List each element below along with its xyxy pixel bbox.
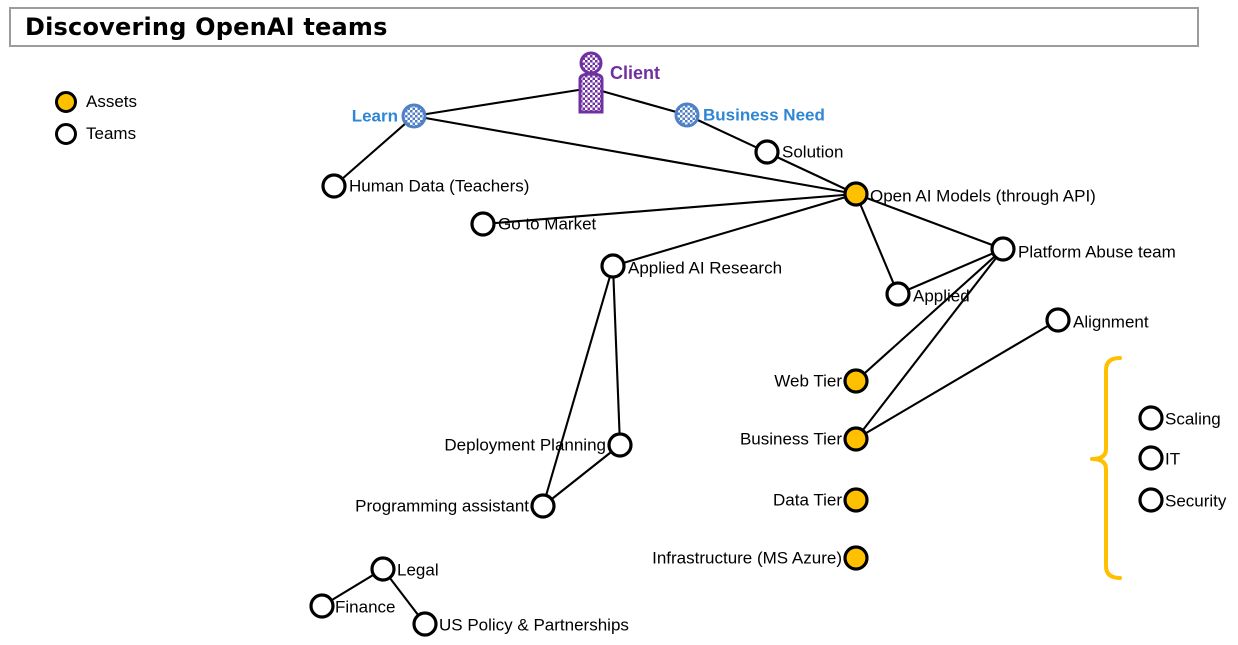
graph-node-applied[interactable] xyxy=(885,281,911,307)
graph-edge xyxy=(855,319,1059,440)
graph-node-applied_ai_res[interactable] xyxy=(600,253,626,279)
graph-node-legal[interactable] xyxy=(370,556,396,582)
graph-node-infrastructure[interactable] xyxy=(843,545,869,571)
title-bar: Discovering OpenAI teams xyxy=(9,7,1199,47)
node-label-deployment_plan: Deployment Planning xyxy=(444,435,606,455)
client-body-icon xyxy=(578,72,604,114)
graph-node-data_tier[interactable] xyxy=(843,487,869,513)
node-label-security: Security xyxy=(1165,491,1227,511)
node-label-data_tier: Data Tier xyxy=(773,490,842,510)
graph-edge xyxy=(541,265,615,507)
graph-edge xyxy=(855,248,1004,440)
team-swatch-icon xyxy=(55,123,77,145)
node-label-legal: Legal xyxy=(397,560,439,580)
graph-node-business_tier[interactable] xyxy=(843,426,869,452)
node-label-prog_assistant: Programming assistant xyxy=(355,496,529,516)
graph-node-it[interactable] xyxy=(1138,445,1164,471)
node-label-it: IT xyxy=(1165,449,1181,469)
asset-swatch-icon xyxy=(55,91,77,113)
graph-node-security[interactable] xyxy=(1138,487,1164,513)
node-label-human_data: Human Data (Teachers) xyxy=(349,176,530,196)
node-label-applied_ai_res: Applied AI Research xyxy=(628,258,783,278)
graph-node-finance[interactable] xyxy=(309,593,335,619)
node-label-applied: Applied xyxy=(913,286,970,306)
graph-node-business_need[interactable] xyxy=(674,102,700,128)
legend: Assets Teams xyxy=(55,86,137,150)
graph-edge xyxy=(855,248,1004,382)
edge-layer xyxy=(321,86,1059,625)
graph-node-scaling[interactable] xyxy=(1138,405,1164,431)
node-label-go_to_market: Go to Market xyxy=(498,214,597,234)
client-actor-icon xyxy=(578,51,604,114)
node-label-infrastructure: Infrastructure (MS Azure) xyxy=(652,548,842,568)
legend-label-assets: Assets xyxy=(86,92,138,111)
graph-node-web_tier[interactable] xyxy=(843,368,869,394)
group-bracket xyxy=(1090,356,1122,580)
node-label-business_need: Business Need xyxy=(703,105,825,125)
graph-node-human_data[interactable] xyxy=(321,173,347,199)
graph-edge xyxy=(413,86,592,118)
graph-edge xyxy=(611,265,622,446)
node-label-learn: Learn xyxy=(351,106,398,126)
node-label-scaling: Scaling xyxy=(1165,409,1221,429)
graph-node-learn[interactable] xyxy=(401,103,427,129)
graph-edge xyxy=(590,86,688,117)
graph-edge xyxy=(333,115,415,187)
graph-node-alignment[interactable] xyxy=(1045,307,1071,333)
graph-node-platform_abuse[interactable] xyxy=(990,236,1016,262)
node-label-business_tier: Business Tier xyxy=(739,429,842,449)
graph-node-openai_models[interactable] xyxy=(843,181,869,207)
node-label-web_tier: Web Tier xyxy=(774,371,842,391)
graph-node-solution[interactable] xyxy=(754,139,780,165)
graph-node-prog_assistant[interactable] xyxy=(530,493,556,519)
graph-edge xyxy=(855,193,899,295)
graph-node-deployment_plan[interactable] xyxy=(607,432,633,458)
node-label-us_policy: US Policy & Partnerships xyxy=(439,615,629,635)
graph-node-us_policy[interactable] xyxy=(412,611,438,637)
legend-item-assets: Assets xyxy=(55,86,137,118)
graph-edge xyxy=(612,192,857,268)
client-head-icon xyxy=(579,51,603,75)
node-label-solution: Solution xyxy=(782,142,844,162)
node-label-alignment: Alignment xyxy=(1073,312,1149,332)
node-label-client: Client xyxy=(610,63,661,83)
legend-item-teams: Teams xyxy=(55,118,137,150)
legend-label-teams: Teams xyxy=(86,124,137,143)
group-bracket-layer xyxy=(1090,356,1122,580)
node-label-openai_models: Open AI Models (through API) xyxy=(870,186,1096,206)
page-title: Discovering OpenAI teams xyxy=(25,13,388,41)
node-label-platform_abuse: Platform Abuse team xyxy=(1018,242,1176,262)
node-label-finance: Finance xyxy=(335,597,396,617)
graph-node-go_to_market[interactable] xyxy=(470,211,496,237)
